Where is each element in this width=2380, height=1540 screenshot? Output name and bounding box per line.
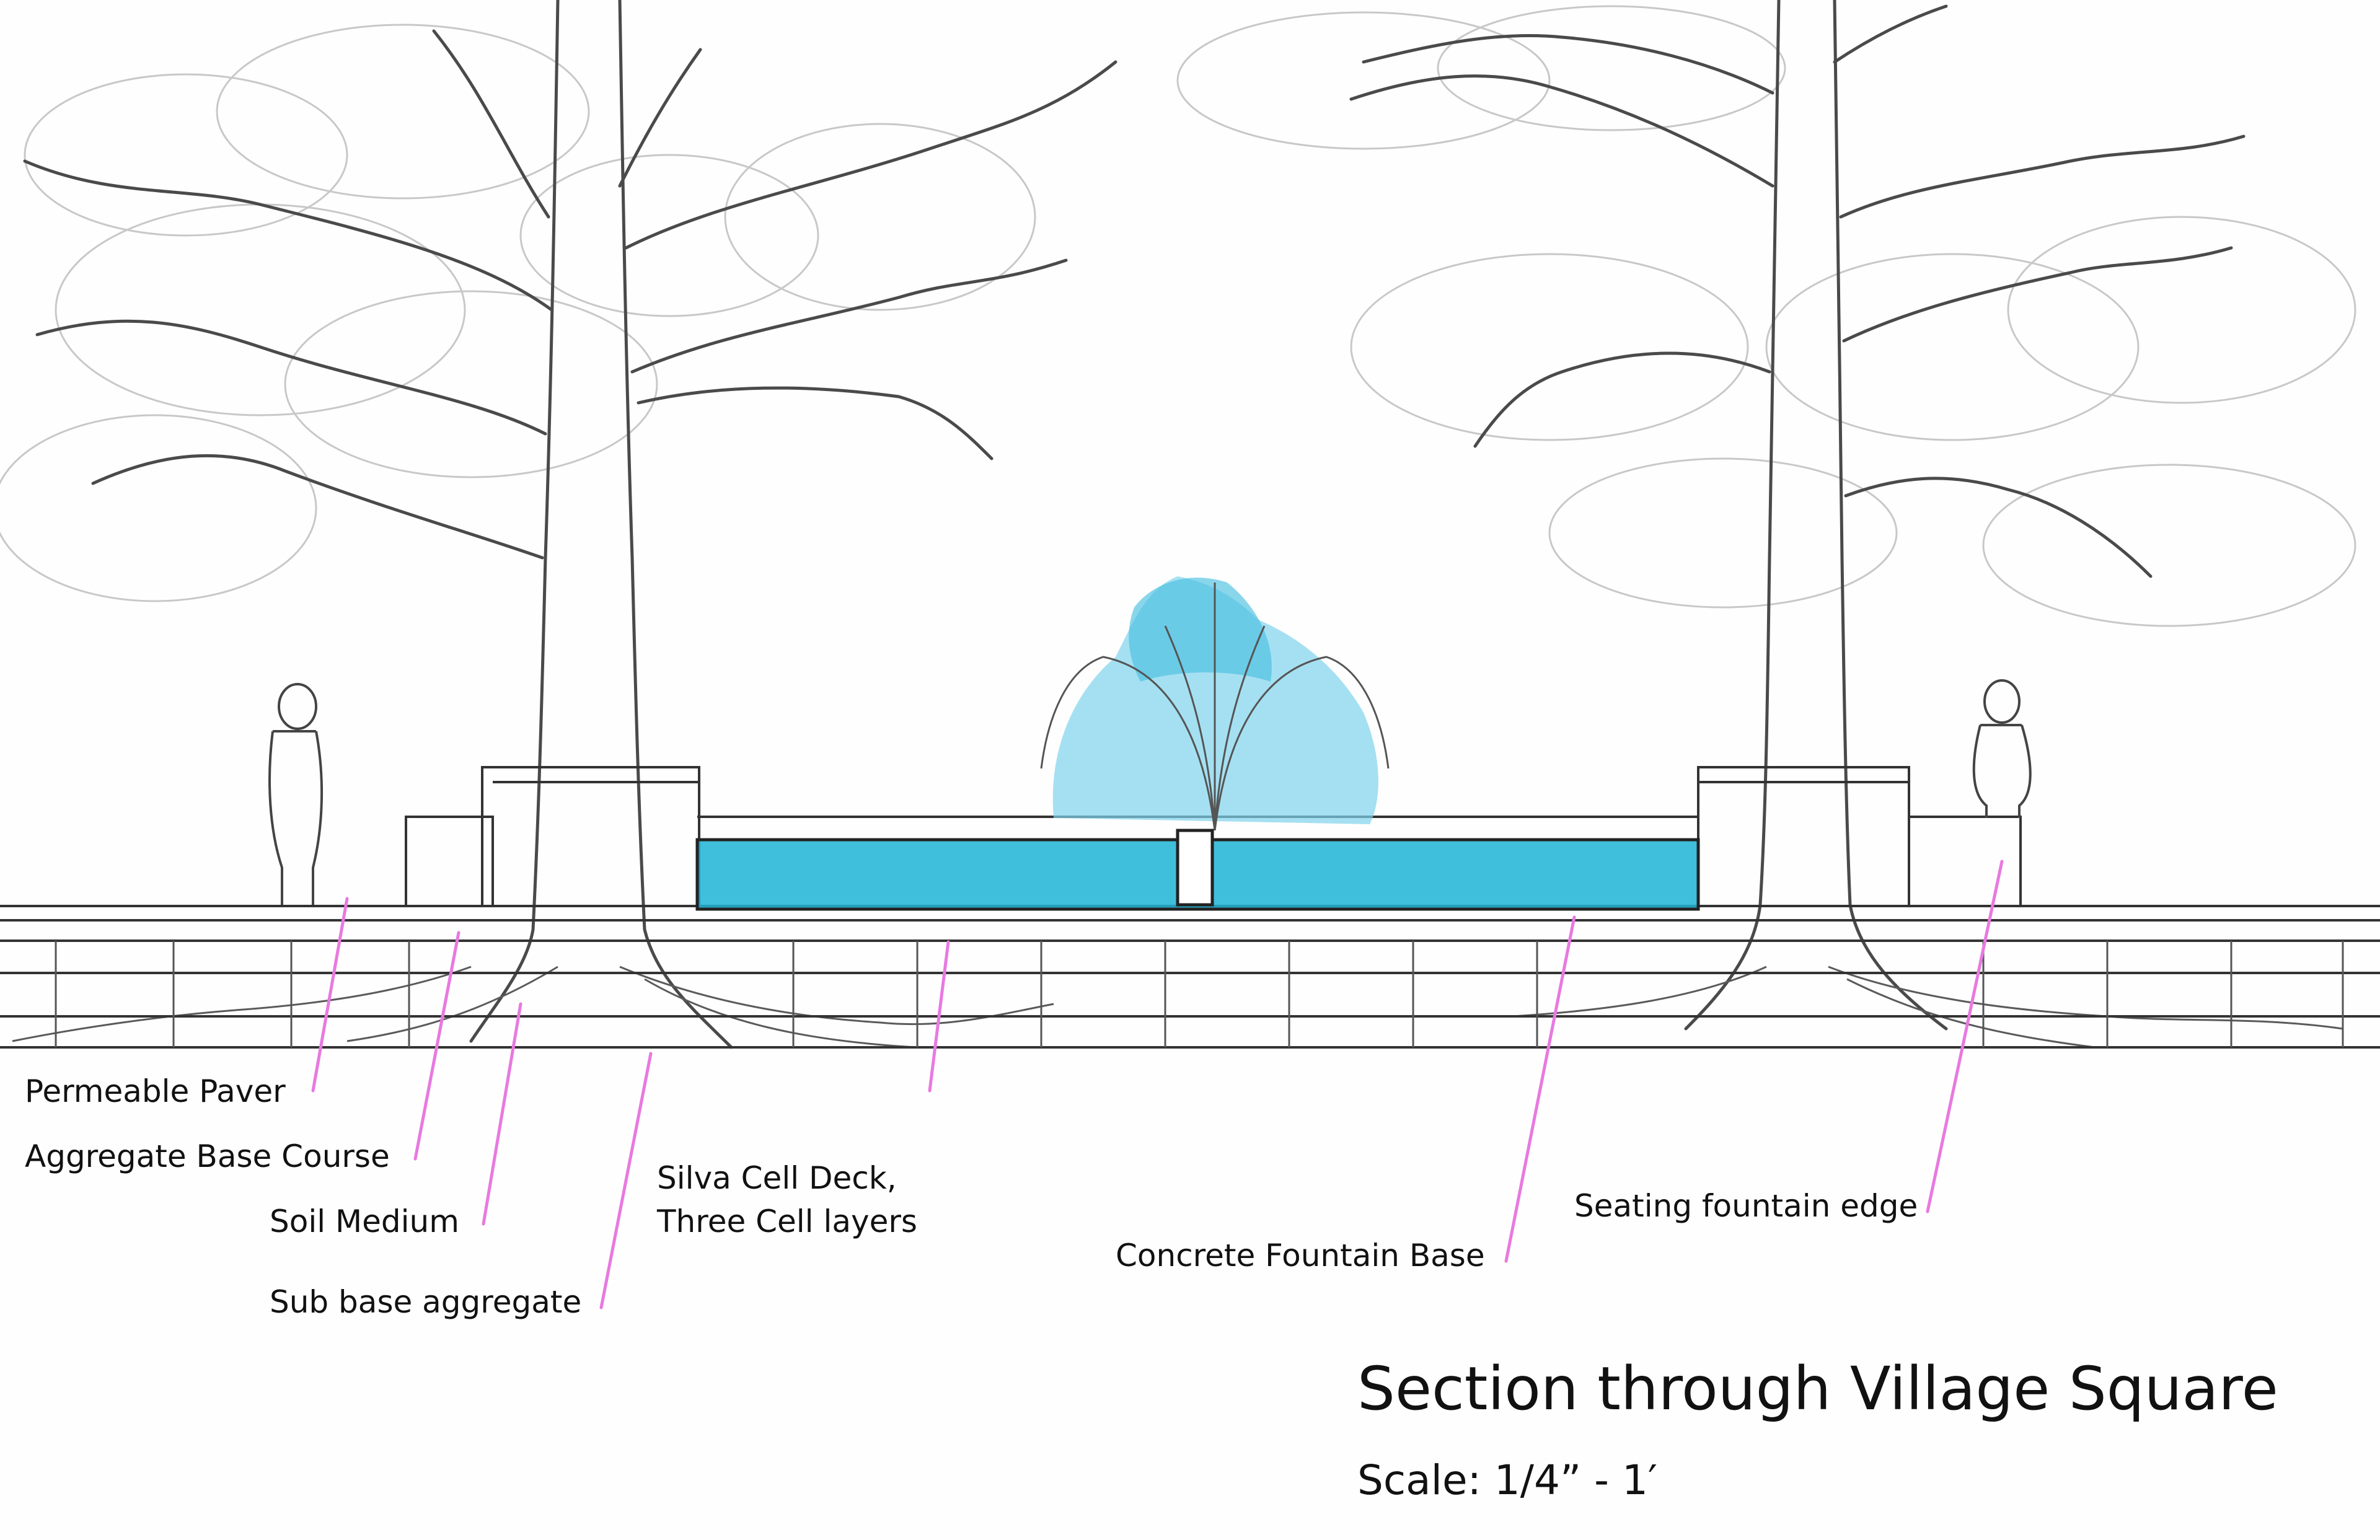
label-aggregate-base-course: Aggregate Base Course bbox=[25, 1138, 390, 1174]
drawing-scale: Scale: 1/4” - 1′ bbox=[1357, 1456, 1657, 1504]
label-silva-cell-line2: Three Cell layers bbox=[657, 1203, 917, 1239]
label-sub-base-aggregate: Sub base aggregate bbox=[270, 1284, 582, 1320]
silva-cell-posts bbox=[55, 941, 2344, 1047]
callout-leader-lines bbox=[311, 860, 2004, 1309]
label-seating-fountain-edge: Seating fountain edge bbox=[1574, 1188, 1918, 1224]
paving-courses bbox=[0, 905, 2380, 1049]
drawing-title: Section through Village Square bbox=[1357, 1354, 2278, 1423]
label-silva-cell-line1: Silva Cell Deck, bbox=[657, 1160, 897, 1196]
fountain-column bbox=[1176, 829, 1214, 907]
planters-and-seating bbox=[405, 766, 2022, 907]
label-concrete-fountain-base: Concrete Fountain Base bbox=[1116, 1238, 1485, 1274]
human-figures bbox=[268, 679, 2032, 905]
fountain bbox=[695, 576, 1700, 911]
left-tree bbox=[23, 0, 1117, 1049]
right-tree bbox=[1349, 0, 2246, 1031]
label-permeable-paver: Permeable Paver bbox=[25, 1073, 286, 1109]
label-soil-medium: Soil Medium bbox=[270, 1203, 459, 1239]
tree-roots bbox=[12, 966, 2343, 1049]
canopy-scribbles bbox=[0, 5, 2356, 627]
